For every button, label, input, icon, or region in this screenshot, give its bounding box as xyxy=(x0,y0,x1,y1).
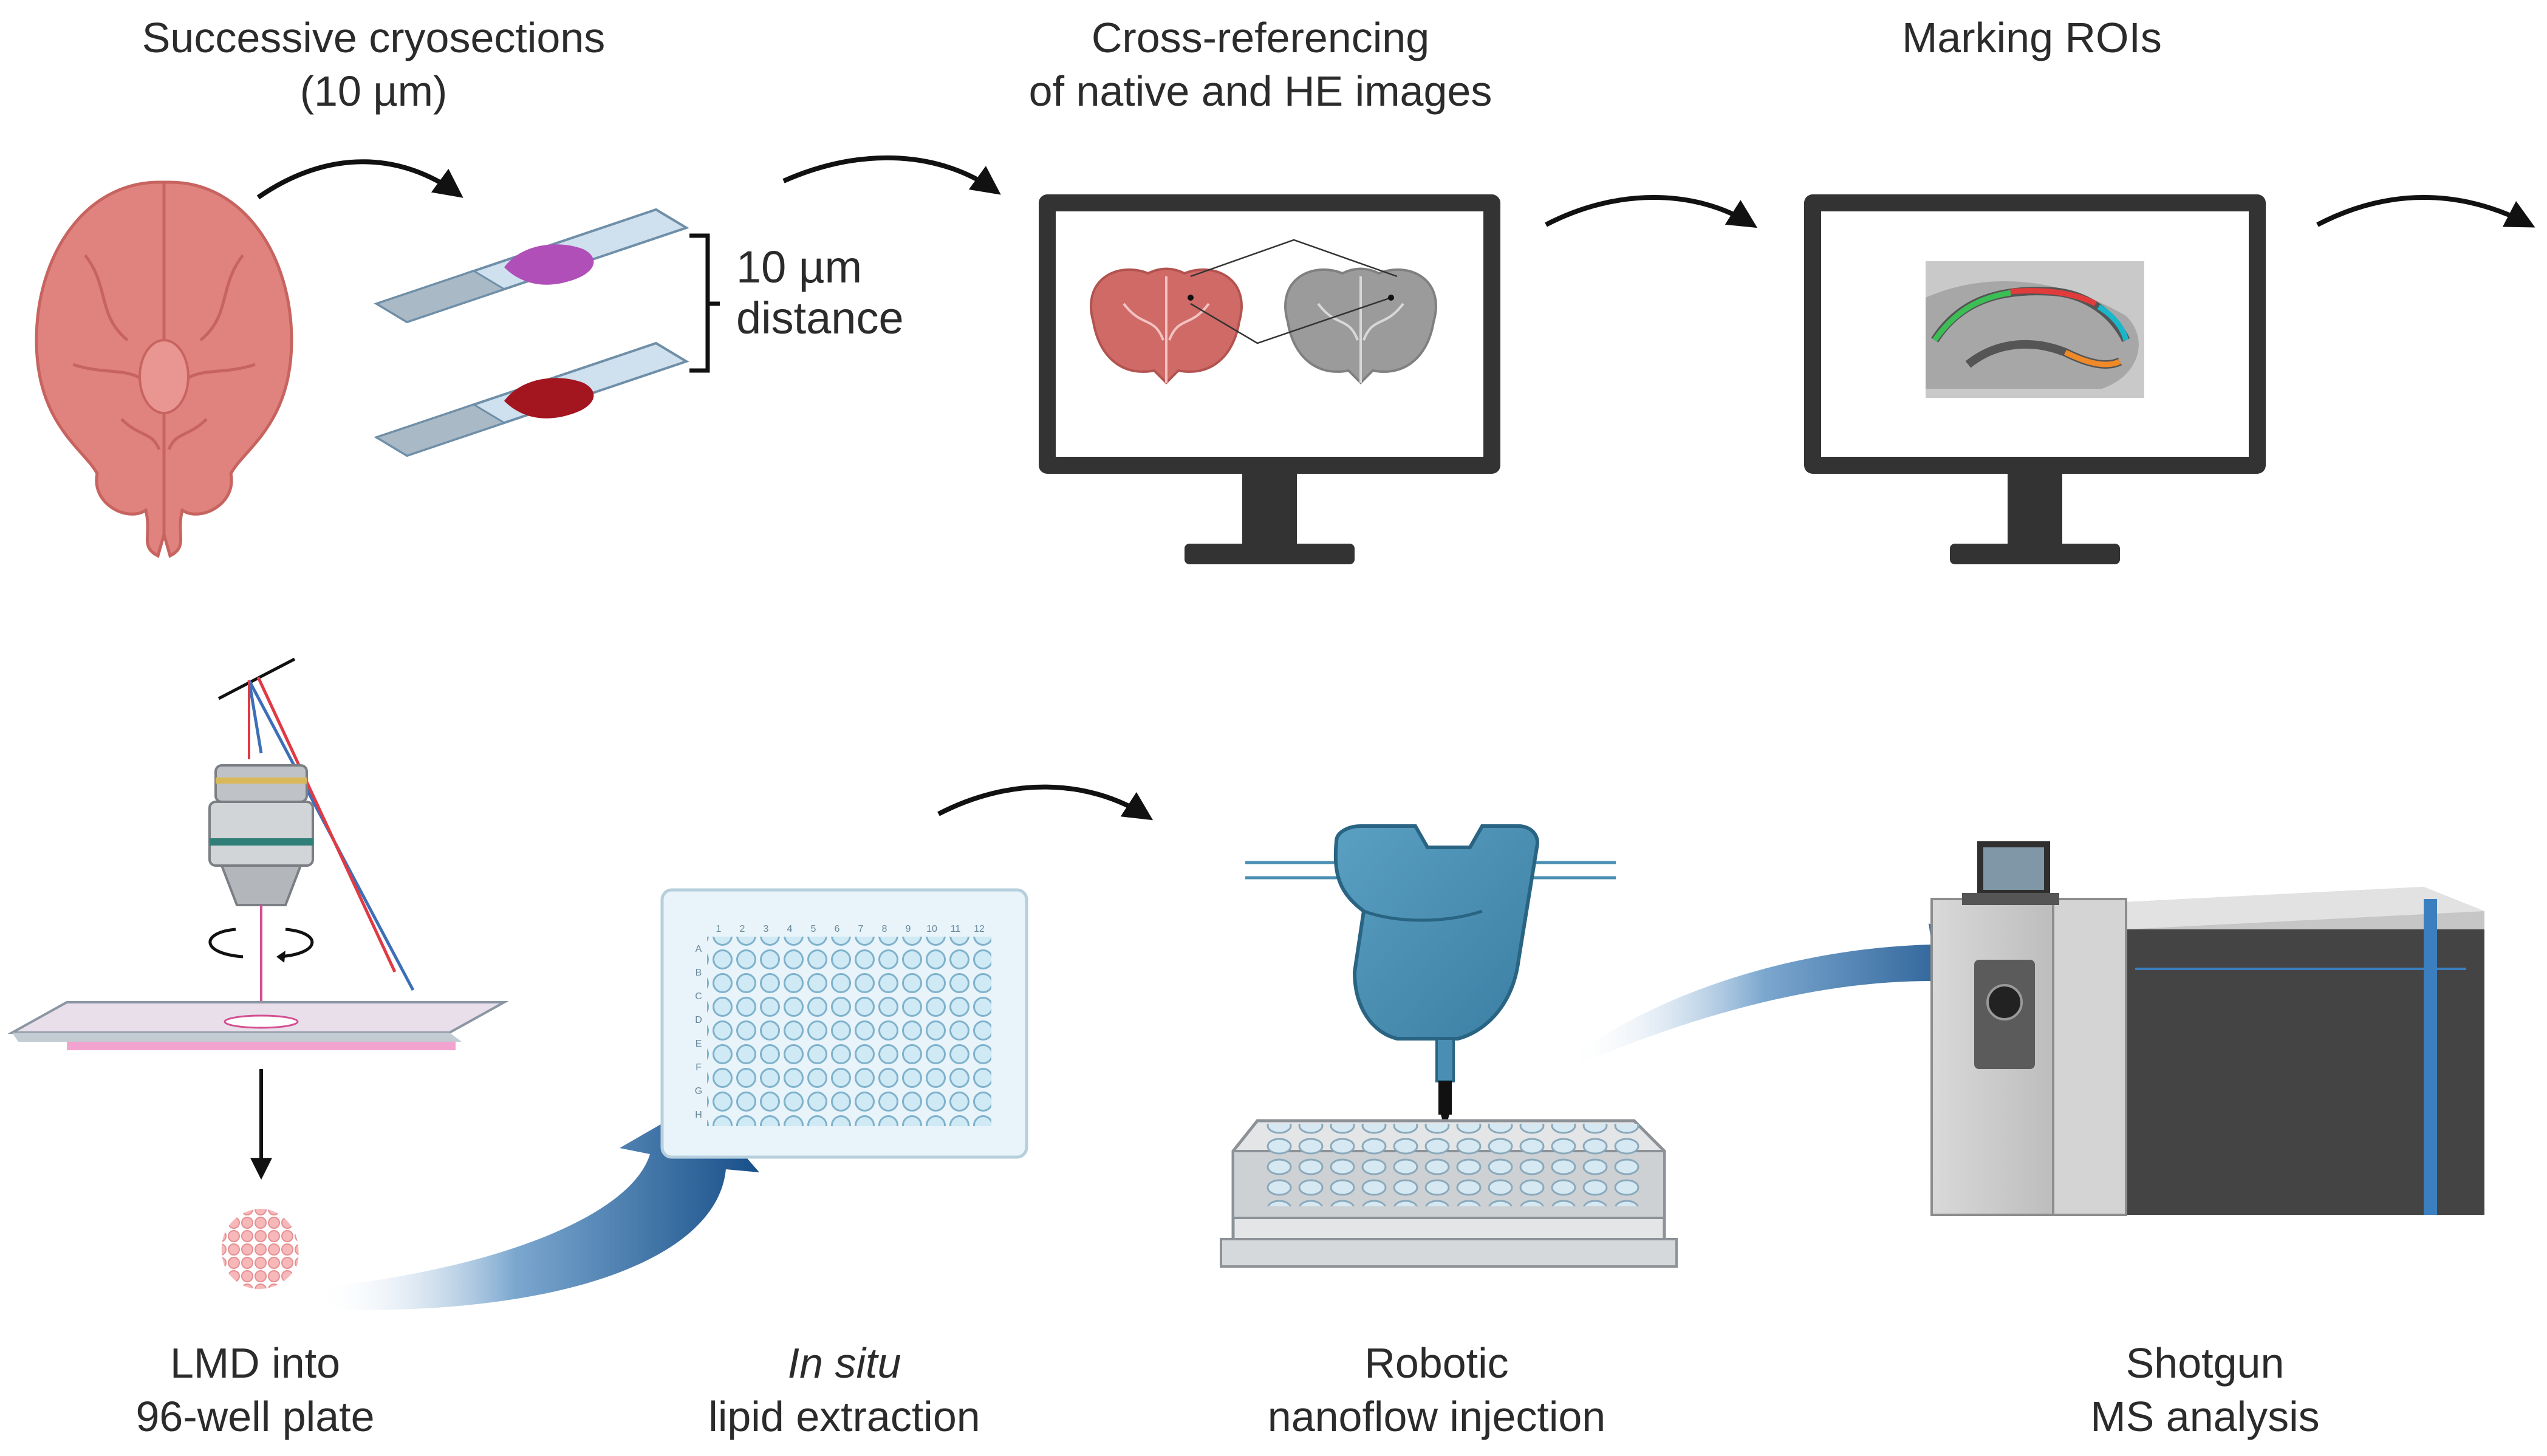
label-lmd: LMD into 96-well plate xyxy=(136,1336,375,1443)
plate-row-label: F xyxy=(696,1062,702,1073)
lmd-microscope xyxy=(7,657,509,1290)
label-robotic-injection: Robotic nanoflow injection xyxy=(1268,1336,1605,1443)
brain-illustration xyxy=(35,180,293,558)
label-line: Cross-referencing xyxy=(1091,14,1430,61)
plate-column-label: 2 xyxy=(740,924,745,934)
plate-column-label: 7 xyxy=(858,924,864,934)
robotic-injector xyxy=(1245,824,1616,1130)
monitor-cross-referencing xyxy=(1039,194,1500,564)
plate-row-labels: A B C D E F G H xyxy=(695,944,702,1120)
plate-column-label: 12 xyxy=(974,924,985,934)
label-line: Shotgun xyxy=(2125,1339,2285,1387)
label-successive-cryosections: Successive cryosections (10 µm) xyxy=(142,11,606,118)
plate-column-label: 4 xyxy=(787,924,793,934)
slide-bottom xyxy=(374,341,689,457)
arrow-1 xyxy=(256,159,463,200)
label-line: MS analysis xyxy=(2090,1393,2320,1440)
plate-row-label: C xyxy=(695,991,702,1002)
plate-row-label: E xyxy=(696,1039,702,1049)
label-lipid-extraction: In situ lipid extraction xyxy=(708,1336,980,1443)
plate-column-label: 6 xyxy=(835,924,840,934)
plate-column-label: 3 xyxy=(764,924,769,934)
slide-top xyxy=(374,208,689,324)
plate-column-label: 9 xyxy=(906,924,911,934)
blue-arrow-1 xyxy=(316,1102,759,1310)
label-line: 10 µm xyxy=(736,242,863,292)
label-line: LMD into xyxy=(169,1339,341,1387)
arrow-5 xyxy=(937,784,1154,821)
mass-spectrometer xyxy=(1930,841,2484,1216)
label-marking-rois: Marking ROIs xyxy=(1902,11,2162,64)
label-shotgun-ms: Shotgun MS analysis xyxy=(2090,1336,2319,1443)
label-distance: 10 µm distance xyxy=(736,242,904,344)
label-line: of native and HE images xyxy=(1028,67,1492,115)
label-line: Robotic xyxy=(1364,1339,1509,1387)
arrow-2 xyxy=(782,155,1001,195)
label-line: nanoflow injection xyxy=(1267,1393,1606,1440)
plate-row-label: A xyxy=(696,944,702,954)
label-line: In situ xyxy=(787,1339,901,1387)
label-line: (10 µm) xyxy=(299,67,448,115)
plate-column-label: 5 xyxy=(811,924,816,934)
label-line: lipid extraction xyxy=(708,1393,980,1440)
label-cross-referencing: Cross-referencing of native and HE image… xyxy=(1029,11,1492,118)
label-line: 96-well plate xyxy=(135,1393,375,1440)
plate-column-label: 1 xyxy=(716,924,722,934)
blue-arrow-2 xyxy=(1567,923,2005,1069)
distance-bracket xyxy=(689,233,720,373)
label-line: Marking ROIs xyxy=(1902,14,2162,61)
plate-column-label: 8 xyxy=(882,924,887,934)
arrow-4 xyxy=(2316,195,2535,228)
injection-plate xyxy=(1220,1119,1678,1268)
plate-column-label: 10 xyxy=(926,924,937,934)
plate-row-label: D xyxy=(695,1015,702,1025)
plate-row-label: H xyxy=(695,1110,702,1120)
monitor-marking-rois xyxy=(1804,194,2266,564)
label-line: distance xyxy=(736,293,904,343)
arrow-3 xyxy=(1545,195,1758,228)
plate-column-label: 11 xyxy=(951,924,961,934)
label-line: Successive cryosections xyxy=(142,14,606,61)
plate-row-label: B xyxy=(696,968,702,978)
plate-row-label: G xyxy=(695,1086,702,1096)
